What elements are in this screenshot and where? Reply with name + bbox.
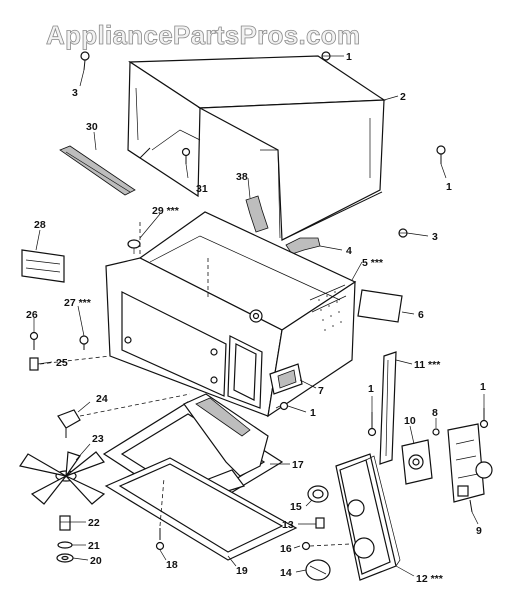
plate-6 [357, 289, 403, 323]
coupler-24 [57, 393, 191, 438]
screw-29-icon [127, 239, 141, 254]
stirrer-fan-23 [19, 451, 106, 505]
callout-15: 15 [290, 501, 302, 513]
callout-1a: 1 [346, 51, 352, 63]
strip-11 [379, 351, 397, 465]
callout-1e: 1 [480, 381, 486, 393]
callout-23: 23 [92, 433, 104, 445]
callout-17: 17 [292, 459, 304, 471]
callout-30: 30 [86, 121, 98, 133]
screw-1a-icon [321, 51, 331, 61]
callout-2: 2 [400, 91, 406, 103]
callout-25: 25 [56, 357, 68, 369]
part-25-icon [29, 357, 39, 371]
callout-1b: 1 [446, 181, 452, 193]
screw-1b-icon [436, 145, 446, 164]
callout-27: 27 *** [64, 297, 92, 309]
hub-22-icon [59, 515, 71, 531]
callout-5: 5 *** [362, 257, 384, 269]
callout-28: 28 [34, 219, 46, 231]
callout-3a: 3 [72, 87, 78, 99]
switch-assembly-9 [447, 423, 493, 513]
screw-27-icon [79, 335, 89, 350]
callout-22: 22 [88, 517, 100, 529]
screw-1e-icon [479, 408, 489, 429]
callout-6: 6 [418, 309, 424, 321]
callout-10: 10 [404, 415, 416, 427]
screw-26-icon [29, 331, 39, 350]
callout-29: 29 *** [152, 205, 180, 217]
screw-16-icon [301, 541, 351, 551]
callout-labels: 1 2 3 30 31 1 38 29 *** 3 4 28 5 *** 27 … [26, 51, 486, 585]
callout-9: 9 [476, 525, 482, 537]
strip-30 [59, 145, 136, 196]
callout-38: 38 [236, 171, 248, 183]
callout-20: 20 [90, 555, 102, 567]
button-13-icon [315, 517, 325, 529]
callout-3b: 3 [432, 231, 438, 243]
callout-13: 13 [282, 519, 294, 531]
washer-21-icon [57, 541, 73, 549]
screw-3a-icon [80, 51, 90, 71]
callout-19: 19 [236, 565, 248, 577]
control-panel-12 [335, 453, 401, 581]
callout-11: 11 *** [414, 359, 441, 371]
screw-1c-icon [275, 401, 289, 411]
label-28 [21, 249, 65, 283]
callout-14: 14 [280, 567, 292, 579]
callout-4: 4 [346, 245, 352, 257]
callout-1c: 1 [310, 407, 316, 419]
callout-8: 8 [432, 407, 438, 419]
part-7 [269, 363, 303, 395]
screw-3b-icon [398, 228, 408, 238]
outer-cabinet [127, 55, 386, 241]
timer-10 [401, 439, 433, 485]
callout-18: 18 [166, 559, 178, 571]
screw-31-icon [181, 147, 191, 164]
screw-1d-icon [367, 412, 377, 437]
bracket-38 [245, 195, 269, 233]
screw-8-icon [432, 428, 440, 436]
callout-16: 16 [280, 543, 292, 555]
callout-21: 21 [88, 540, 100, 552]
watermark-text: AppliancePartsPros.com [46, 20, 360, 50]
callout-31: 31 [196, 183, 208, 195]
knob-15-icon [307, 485, 329, 503]
bottom-plate-19 [104, 457, 298, 561]
knob-14-icon [305, 559, 331, 581]
callout-24: 24 [96, 393, 108, 405]
inner-frame [105, 211, 357, 418]
callout-26: 26 [26, 309, 38, 321]
screw-18-icon [155, 477, 165, 551]
washer-20-icon [56, 553, 74, 563]
callout-12: 12 *** [416, 573, 444, 585]
leader-lines [33, 55, 485, 577]
callout-7: 7 [318, 385, 324, 397]
callout-1d: 1 [368, 383, 374, 395]
